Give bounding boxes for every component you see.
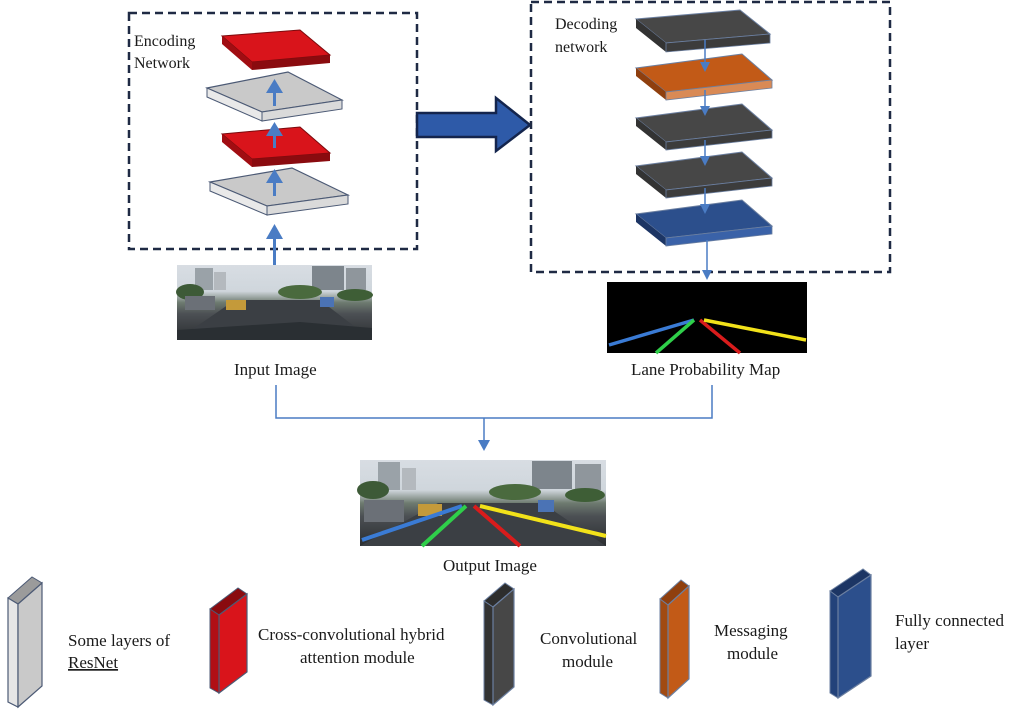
legend-conv-line1: Convolutional [540,629,638,648]
legend-fc-line1: Fully connected [895,611,1005,630]
encoder-title-line2: Network [134,55,190,72]
legend-fc-line2: layer [895,634,929,653]
decoder-layer-conv-1 [634,9,772,53]
decoder-layer-messaging [634,53,774,101]
encoder-layer-resnet-2 [207,167,351,216]
legend-swatch-fc [829,568,872,700]
legend-swatch-resnet [7,576,43,709]
merge-connector [275,385,713,442]
lane-probability-map [607,282,807,355]
output-image-label: Output Image [443,556,537,575]
legend-resnet-line1: Some layers of [68,631,170,650]
output-image [357,460,607,548]
decoder-title-line1: Decoding [555,16,617,33]
legend-resnet-line2: ResNet [68,653,118,672]
input-image [176,265,373,340]
decoder-to-probmap-arrow [702,240,712,280]
legend-swatch-conv [483,582,515,707]
decoder-layer-fully-connected [634,199,774,247]
legend-msg-line1: Messaging [714,621,788,640]
decoder-box: Decoding network [529,0,892,274]
encoder-to-decoder-arrow [415,95,533,154]
legend-hybrid-line1: Cross-convolutional hybrid [258,625,445,644]
input-image-label: Input Image [234,360,317,379]
decoder-layer-conv-3 [634,151,774,199]
encoder-title-line1: Encoding [134,33,195,50]
legend-msg-line2: module [727,644,778,663]
legend-swatch-messaging [659,579,690,700]
decoder-internal-arrows [700,40,710,214]
legend-swatch-hybrid [209,587,248,695]
probmap-label: Lane Probability Map [631,360,780,379]
legend-conv-line2: module [562,652,613,671]
legend-hybrid-line2: attention module [300,648,415,667]
merge-arrowhead [478,440,490,451]
input-to-encoder-arrow [266,224,283,266]
legend: Some layers of ResNet Cross-convolutiona… [7,568,1005,709]
encoder-internal-arrows [266,79,283,196]
decoder-title-line2: network [555,39,607,56]
encoder-layer-hybrid-1 [220,29,332,70]
encoder-box: Encoding Network [127,11,419,251]
